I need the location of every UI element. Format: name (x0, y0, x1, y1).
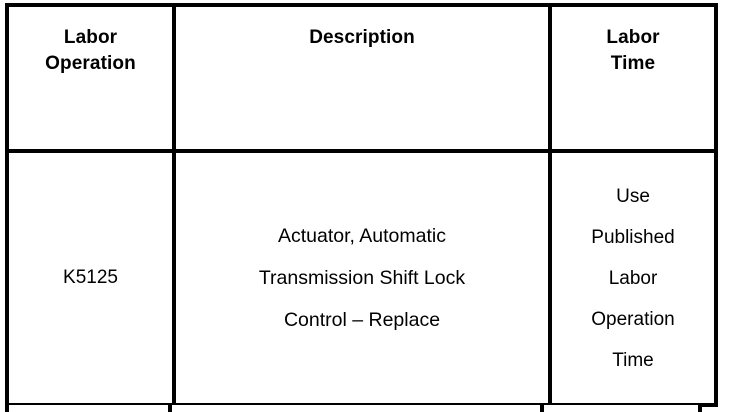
labor-time-line: Labor (608, 267, 658, 289)
labor-operation-code: K5125 (63, 267, 118, 288)
labor-time-line: Published (591, 226, 675, 248)
header-line: Labor (63, 27, 118, 48)
description-line: Transmission Shift Lock (258, 267, 466, 289)
table-row: K5125 Actuator, Automatic Transmission S… (5, 149, 718, 407)
table-header: Labor Operation Description Labor Time (5, 3, 718, 153)
cell-labor-time: Use Published Labor Operation Time (548, 149, 718, 407)
table-next-row-partial (5, 405, 702, 412)
labor-operation-header-text: Labor Operation (9, 7, 172, 77)
next-row-outline (5, 405, 702, 412)
column-header-labor-operation: Labor Operation (5, 3, 176, 153)
cell-description: Actuator, Automatic Transmission Shift L… (172, 149, 552, 407)
cell-labor-operation-code: K5125 (5, 149, 176, 407)
labor-time-line: Operation (591, 308, 675, 330)
description-line: Control – Replace (283, 309, 441, 331)
column-header-labor-time: Labor Time (548, 3, 718, 153)
header-line: Operation (45, 53, 136, 74)
column-header-description: Description (172, 3, 552, 153)
table-body: K5125 Actuator, Automatic Transmission S… (5, 149, 718, 407)
labor-time-line: Time (612, 349, 654, 371)
next-row-column-divider (168, 405, 172, 412)
header-row: Labor Operation Description Labor Time (5, 3, 718, 153)
header-line: Time (610, 53, 656, 74)
labor-time-line: Use (616, 185, 650, 207)
header-line: Description (309, 27, 415, 48)
header-line: Labor (606, 27, 660, 48)
labor-operation-table: Labor Operation Description Labor Time (5, 3, 718, 407)
next-row-column-divider (540, 405, 544, 412)
description-line: Actuator, Automatic (277, 225, 446, 247)
labor-time-header-text: Labor Time (552, 7, 714, 77)
description-header-text: Description (176, 7, 548, 51)
